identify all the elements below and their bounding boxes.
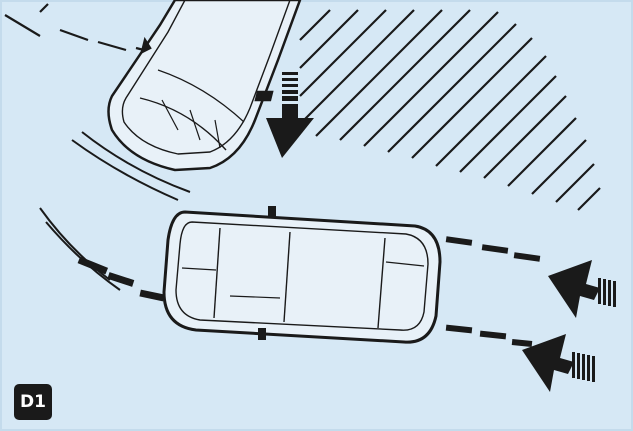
reversing-vehicle	[164, 206, 440, 342]
figure-label: D1	[14, 384, 52, 420]
